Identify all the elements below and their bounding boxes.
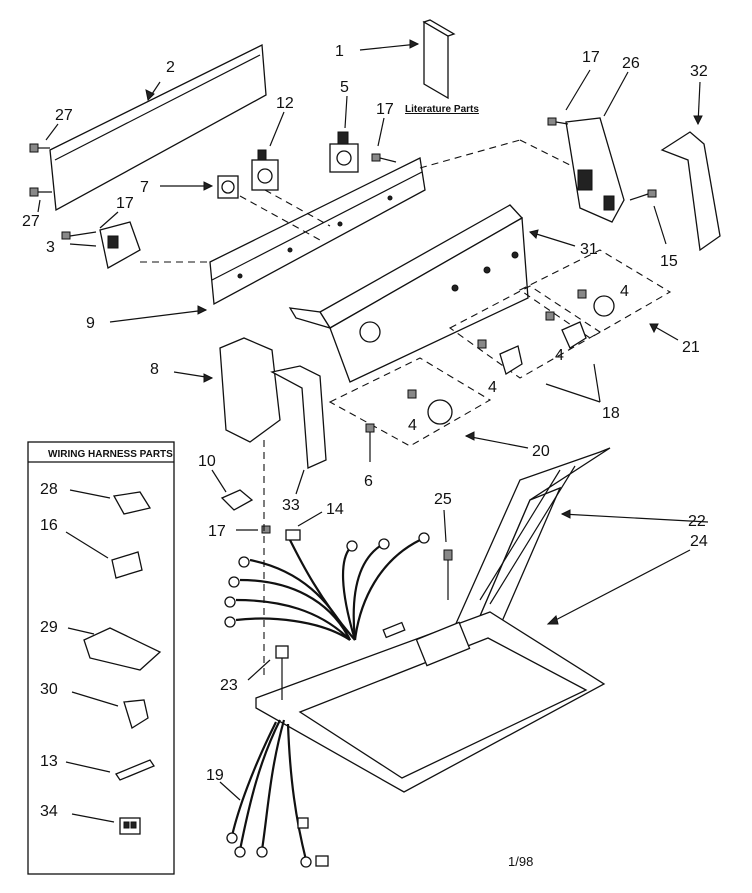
callout-33: 33	[282, 497, 300, 514]
callout-22: 22	[688, 513, 706, 530]
screw-27-top: 27	[29, 107, 73, 153]
callout-21: 21	[682, 339, 700, 356]
switch-7: 7	[140, 175, 239, 199]
callout-25: 25	[434, 491, 452, 508]
end-cap-26: 26	[565, 55, 640, 223]
harness-19: 19	[206, 719, 329, 868]
screw-17-mid: 17	[371, 101, 397, 163]
screw-25: 25	[434, 491, 453, 600]
callout-1: 1	[335, 43, 344, 60]
callout-17-harness: 17	[208, 523, 226, 540]
control-panel-cover: 2	[49, 43, 267, 212]
top-24: 24	[255, 533, 708, 793]
callout-9: 9	[86, 315, 95, 332]
literature-part: 1 Literature Parts	[335, 19, 479, 115]
harness-part-29: 29	[40, 619, 162, 671]
callout-8: 8	[150, 361, 159, 378]
end-cap-33: 33	[270, 365, 327, 514]
callout-10: 10	[198, 453, 216, 470]
literature-parts-label: Literature Parts	[405, 104, 479, 115]
switch-5: 5	[329, 79, 359, 173]
callout-27-bottom: 27	[22, 213, 40, 230]
knob-group: 4 4 4 4 21 18 20 6	[328, 249, 700, 490]
harness-box-title: WIRING HARNESS PARTS	[48, 449, 173, 460]
callout-7: 7	[140, 179, 149, 196]
callout-27-top: 27	[55, 107, 73, 124]
callout-31: 31	[580, 241, 598, 258]
callout-4-a: 4	[620, 283, 629, 300]
callout-16: 16	[40, 517, 58, 534]
bracket-10: 10	[198, 453, 254, 511]
callout-2: 2	[166, 59, 175, 76]
callout-6: 6	[364, 473, 373, 490]
callout-28: 28	[40, 481, 58, 498]
harness-part-34: 34	[40, 803, 141, 835]
callout-17-left: 17	[116, 195, 134, 212]
wiring-harness-box: WIRING HARNESS PARTS 28 16 29 30 13	[27, 441, 175, 875]
callout-17-mid: 17	[376, 101, 394, 118]
callout-13: 13	[40, 753, 58, 770]
harness-part-16: 16	[40, 517, 143, 579]
wire-harness	[224, 532, 430, 641]
callout-24: 24	[690, 533, 708, 550]
callout-29: 29	[40, 619, 58, 636]
callout-20: 20	[532, 443, 550, 460]
control-bracket-9: 9	[86, 157, 426, 332]
callout-4-d: 4	[408, 417, 417, 434]
switch-3: 3	[46, 221, 141, 270]
clip-14: 14	[285, 501, 344, 541]
end-cap-32: 32	[660, 63, 721, 252]
callout-5: 5	[340, 79, 349, 96]
callout-32: 32	[690, 63, 708, 80]
callout-26: 26	[622, 55, 640, 72]
harness-part-28: 28	[40, 481, 152, 515]
screw-27-bottom: 27	[22, 187, 52, 230]
callout-14: 14	[326, 501, 344, 518]
callout-4-c: 4	[488, 379, 497, 396]
callout-12: 12	[276, 95, 294, 112]
date-code: 1/98	[508, 854, 533, 869]
callout-18: 18	[602, 405, 620, 422]
screw-17-harness: 17	[208, 523, 271, 540]
callout-34: 34	[40, 803, 58, 820]
callout-15: 15	[660, 253, 678, 270]
callout-3: 3	[46, 239, 55, 256]
switch-12: 12	[251, 95, 294, 191]
grommet-23: 23	[220, 440, 289, 700]
callout-4-b: 4	[555, 347, 564, 364]
callout-23: 23	[220, 677, 238, 694]
end-cap-8: 8	[150, 337, 281, 443]
duct-22: 22	[453, 447, 709, 631]
callout-19: 19	[206, 767, 224, 784]
harness-part-13: 13	[40, 753, 155, 781]
screw-17-left: 17	[61, 195, 134, 240]
callout-17-right: 17	[582, 49, 600, 66]
screw-15: 15	[629, 189, 678, 270]
harness-part-30: 30	[40, 681, 149, 729]
callout-30: 30	[40, 681, 58, 698]
console-31: 31	[288, 139, 601, 383]
screw-17-right: 17	[547, 49, 600, 126]
